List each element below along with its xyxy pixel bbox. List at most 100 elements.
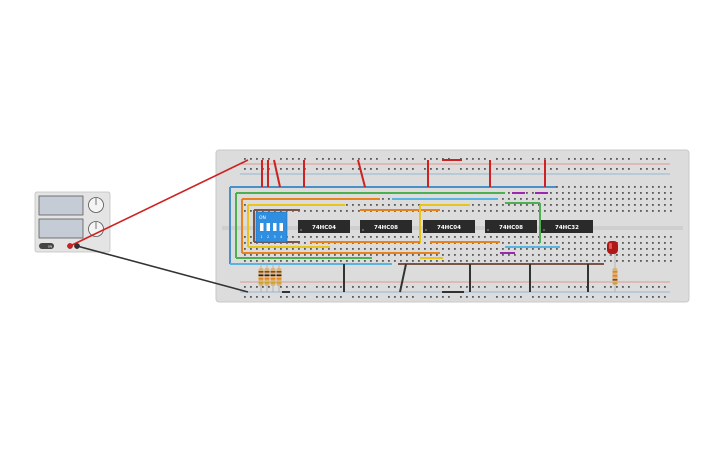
resistor-1[interactable] [258, 264, 264, 292]
power-rail-lines [240, 163, 670, 293]
breadboard-hole [616, 204, 618, 206]
breadboard-hole [538, 254, 540, 256]
breadboard-hole [652, 186, 654, 188]
breadboard-hole [580, 198, 582, 200]
resistor-bank[interactable] [258, 264, 282, 292]
breadboard-hole [514, 210, 516, 212]
resistor-led[interactable] [612, 256, 618, 292]
breadboard-hole [292, 236, 294, 238]
breadboard-hole [574, 198, 576, 200]
breadboard-hole [532, 242, 534, 244]
breadboard-hole [598, 254, 600, 256]
breadboard-hole [526, 242, 528, 244]
breadboard-hole [502, 158, 504, 160]
breadboard-hole [550, 236, 552, 238]
breadboard-hole [244, 204, 246, 206]
dip-toggle-3[interactable] [273, 223, 277, 231]
dip-toggle-2[interactable] [266, 223, 271, 231]
breadboard-hole [568, 186, 570, 188]
breadboard-hole [538, 286, 540, 288]
breadboard-hole [556, 286, 558, 288]
breadboard-hole [580, 186, 582, 188]
chip-74hc08-a[interactable]: 74HC08 [360, 220, 412, 233]
breadboard-hole [592, 242, 594, 244]
dip-switch[interactable]: ON 1 2 3 4 [255, 211, 288, 243]
breadboard-hole [610, 260, 612, 262]
breadboard-hole [352, 158, 354, 160]
breadboard-hole [244, 210, 246, 212]
breadboard-hole [466, 210, 468, 212]
resistor-3[interactable] [270, 264, 276, 292]
breadboard-hole [538, 236, 540, 238]
breadboard-hole [484, 286, 486, 288]
breadboard-hole [646, 286, 648, 288]
breadboard-hole [358, 248, 360, 250]
resistor-2[interactable] [264, 264, 270, 292]
led-red[interactable] [607, 241, 618, 256]
breadboard-hole [502, 296, 504, 298]
breadboard-hole [502, 242, 504, 244]
resistor-4[interactable] [276, 264, 282, 292]
breadboard-hole [586, 186, 588, 188]
breadboard-hole [298, 286, 300, 288]
breadboard-hole [436, 168, 438, 170]
chip-74hc32[interactable]: 74HC32 [541, 220, 593, 233]
breadboard-hole [298, 158, 300, 160]
breadboard-hole [388, 236, 390, 238]
breadboard-hole [658, 242, 660, 244]
breadboard-hole [538, 168, 540, 170]
breadboard-hole [466, 260, 468, 262]
dip-toggle-4[interactable] [279, 223, 284, 231]
breadboard-hole [442, 260, 444, 262]
breadboard-hole [244, 242, 246, 244]
breadboard-hole [424, 158, 426, 160]
breadboard-hole [304, 236, 306, 238]
breadboard-hole [574, 242, 576, 244]
chip-74hc08-b[interactable]: 74HC08 [485, 220, 537, 233]
chip-74hc04-a[interactable]: 74HC04 [298, 220, 350, 233]
breadboard-hole [472, 236, 474, 238]
breadboard-hole [382, 260, 384, 262]
breadboard-hole [598, 260, 600, 262]
breadboard-hole [556, 192, 558, 194]
breadboard-hole [358, 254, 360, 256]
breadboard-hole [664, 248, 666, 250]
breadboard-hole [406, 236, 408, 238]
breadboard-hole [514, 158, 516, 160]
breadboard-hole [652, 260, 654, 262]
breadboard-hole [346, 260, 348, 262]
breadboard-hole [376, 248, 378, 250]
breadboard-hole [592, 236, 594, 238]
breadboard-hole [280, 248, 282, 250]
breadboard-hole [352, 168, 354, 170]
breadboard-hole [244, 236, 246, 238]
breadboard-hole [622, 198, 624, 200]
breadboard-hole [634, 198, 636, 200]
breadboard-hole [406, 260, 408, 262]
breadboard-hole [448, 236, 450, 238]
breadboard-hole [268, 254, 270, 256]
chip-74hc04-b[interactable]: 74HC04 [423, 220, 475, 233]
breadboard-hole [508, 236, 510, 238]
power-lead-positive[interactable] [69, 159, 249, 247]
breadboard-hole [454, 248, 456, 250]
breadboard-hole [640, 210, 642, 212]
breadboard-hole [598, 248, 600, 250]
breadboard-hole [664, 210, 666, 212]
breadboard-hole [640, 242, 642, 244]
breadboard-hole [544, 236, 546, 238]
breadboard-hole [484, 248, 486, 250]
dip-toggle-1[interactable] [260, 223, 264, 231]
wire-red-power-3 [273, 159, 281, 188]
breadboard-hole [628, 236, 630, 238]
breadboard-hole [616, 254, 618, 256]
power-button[interactable] [39, 243, 54, 249]
breadboard-hole [670, 204, 672, 206]
breadboard-hole [604, 286, 606, 288]
breadboard-hole [646, 260, 648, 262]
power-lead-negative[interactable] [76, 245, 249, 293]
breadboard-hole [634, 242, 636, 244]
breadboard-hole [472, 168, 474, 170]
breadboard-hole [514, 198, 516, 200]
breadboard-hole [322, 296, 324, 298]
